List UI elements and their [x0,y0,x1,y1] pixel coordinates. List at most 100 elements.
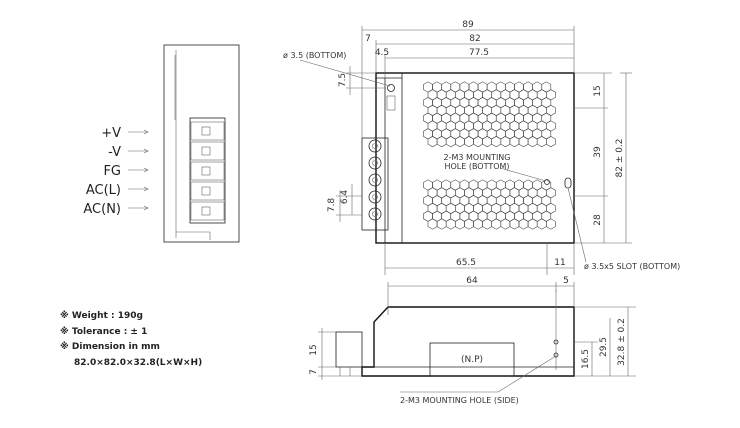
dim-label: 6.4 [340,190,350,205]
terminal-label: FG [103,164,121,179]
vent-hole [455,218,465,230]
vent-hole [536,218,547,230]
terminal-cell [190,121,225,141]
terminal-cell [190,181,225,201]
top-view-dimensions [299,26,632,275]
mounting-hole [387,84,395,92]
dim-label: 82 ± 0.2 [615,138,625,177]
side-view-dim-labels: 64 5 15 7 16.5 29.5 32.8 ± 0.2 2-M3 MOUN… [309,276,627,405]
vent-pattern [423,179,556,230]
side-view: (N.P) [335,290,575,377]
dim-label: 29.5 [599,337,609,357]
terminal-cell [190,141,225,161]
terminal-label: +V [101,126,121,141]
vent-hole [527,218,538,230]
vent-hole [464,136,474,148]
dim-label: 82 [469,34,480,44]
dim-label: 77.5 [469,48,489,58]
hole-note: ø 3.5 (BOTTOM) [283,51,346,60]
vent-hole [482,136,492,148]
side-view-dimensions [318,282,636,393]
nameplate [429,342,515,377]
mounting-note: 2-M3 MOUNTING [444,153,511,162]
vent-hole [527,136,538,148]
terminal-screw [368,139,382,153]
vent-hole [473,218,483,230]
vent-pattern [423,81,556,148]
terminal-screw [368,207,382,221]
top-view-body [375,72,575,244]
terminal-screw [368,190,382,204]
terminal-screw-center [372,177,378,183]
side-mounting-note: 2-M3 MOUNTING HOLE (SIDE) [400,396,519,405]
vent-hole [436,218,447,230]
vent-hole [427,136,438,148]
vent-hole [509,136,520,148]
dim-label: 4.5 [375,48,389,58]
terminal-screw [201,166,211,176]
vent-hole [482,218,492,230]
vent-hole [518,218,529,230]
dim-label: 7 [309,369,319,375]
terminal-cell [190,161,225,181]
vent-hole [500,218,511,230]
terminal-labels: +V -V FG AC(L) AC(N) [83,126,149,217]
dim-label: 5 [563,276,569,286]
dim-label: 32.8 ± 0.2 [617,318,627,366]
vent-hole [536,136,547,148]
dim-label: 7.8 [327,198,337,213]
vent-hole [445,218,456,230]
vent-hole [509,218,520,230]
vent-hole [546,218,556,230]
terminal-label: AC(N) [83,202,121,217]
slot [564,177,572,189]
dim-label: 89 [462,20,474,30]
top-view-dim-labels: 89 82 7 4.5 77.5 ø 3.5 (BOTTOM) 7.5 7.8 … [283,20,680,271]
slot-note: ø 3.5x5 SLOT (BOTTOM) [584,262,680,271]
specs: ※ Weight : 190g ※ Tolerance : ± 1 ※ Dime… [60,310,202,368]
nameplate-label: (N.P) [461,355,483,365]
mounting-hole [544,179,550,185]
vent-hole [473,136,483,148]
terminal-label: -V [108,145,121,160]
vent-hole [455,136,465,148]
spec-tolerance: ※ Tolerance : ± 1 [60,326,147,337]
mounting-note: HOLE (BOTTOM) [444,162,509,171]
vent-hole [464,218,474,230]
terminal-screw [201,126,211,136]
spec-weight: ※ Weight : 190g [60,310,143,321]
dim-label: 15 [309,344,319,355]
dim-label: 11 [554,258,565,268]
top-terminal-block [361,137,389,231]
dim-label: 7 [365,34,371,44]
terminal-screw [201,186,211,196]
vent-hole [445,136,456,148]
dim-label: 64 [466,276,478,286]
vent-hole [491,218,502,230]
terminal-block-view [163,44,240,243]
terminal-screw [368,173,382,187]
dim-label: 16.5 [581,349,591,369]
terminal-cell [190,201,225,221]
side-view-body [361,306,575,377]
terminal-screw-center [372,211,378,217]
terminal-screw [368,156,382,170]
vent-hole [500,136,511,148]
dim-label: 39 [593,146,603,158]
terminal-screw [201,146,211,156]
terminal-label: AC(L) [86,183,121,198]
top-view [361,72,575,244]
dim-label: 28 [593,214,603,226]
vent-hole [436,136,447,148]
side-terminal [335,331,363,368]
dim-label: 65.5 [456,258,476,268]
vent-hole [518,136,529,148]
vent-hole [546,136,556,148]
vent-hole [491,136,502,148]
terminal-arrows [128,129,149,211]
dim-label: 15 [593,85,603,96]
terminal-screw-center [372,194,378,200]
spec-dimension: ※ Dimension in mm [60,341,160,352]
terminal-screw-center [372,160,378,166]
